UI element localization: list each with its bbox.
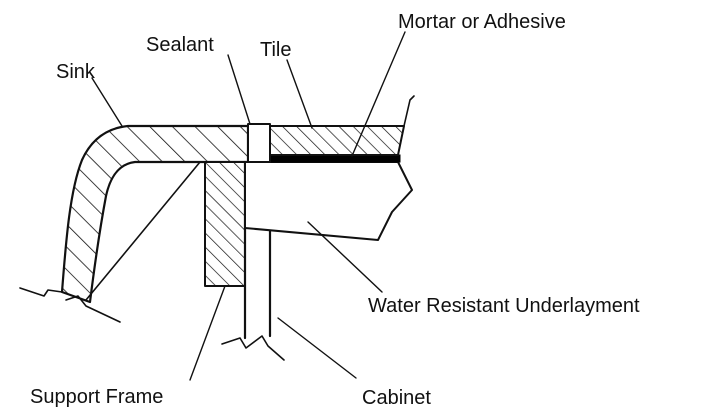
sink-break-line-right	[65, 295, 121, 323]
leader-sealant	[227, 54, 251, 125]
label-cabinet: Cabinet	[362, 387, 431, 409]
label-sink: Sink	[56, 61, 96, 83]
leader-cabinet	[277, 317, 357, 379]
leader-sink	[91, 77, 123, 127]
mortar-layer	[269, 154, 401, 163]
label-water-resistant-underlayment: Water Resistant Underlayment	[368, 295, 640, 317]
leader-underlayment	[307, 221, 383, 293]
sink-underside-line	[85, 161, 201, 301]
sink-inner-edge	[83, 299, 91, 303]
leader-tile	[286, 59, 313, 129]
leader-support-frame	[189, 285, 226, 381]
label-sealant: Sealant	[146, 34, 214, 56]
cabinet-break-line	[221, 335, 285, 361]
sealant-block	[247, 123, 271, 163]
label-tile: Tile	[260, 39, 291, 61]
leader-mortar	[351, 31, 406, 157]
label-mortar-or-adhesive: Mortar or Adhesive	[398, 11, 566, 33]
tile-layer	[269, 125, 405, 156]
label-support-frame: Support Frame	[30, 386, 163, 408]
support-frame-block	[204, 161, 246, 287]
underlayment-board	[244, 161, 413, 241]
tile-break-line	[403, 95, 415, 127]
sink-break-line-left	[19, 287, 63, 297]
